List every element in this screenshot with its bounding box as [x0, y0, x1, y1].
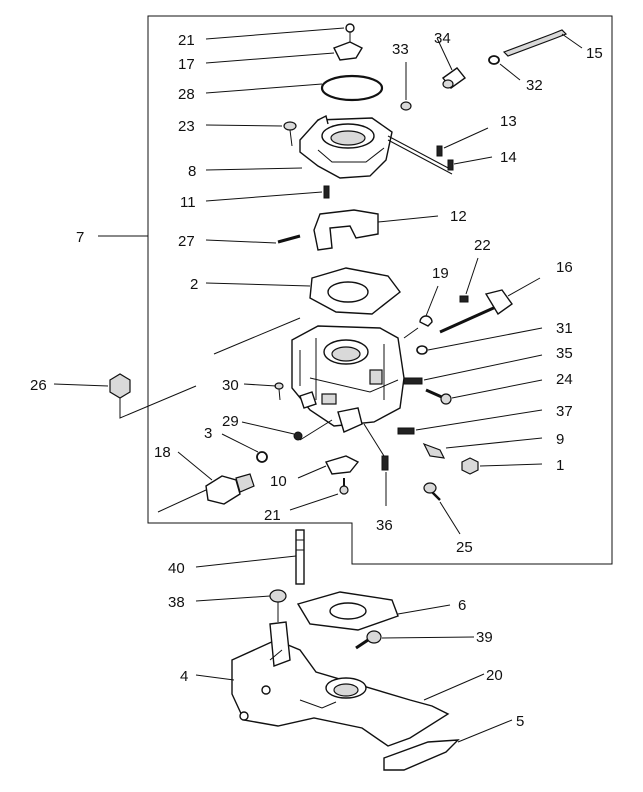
leader-lines [53, 27, 583, 743]
part-17-plate [333, 41, 363, 61]
part-21-screw-top [345, 23, 355, 46]
callout-28: 28 [178, 86, 195, 103]
callout-32: 32 [526, 77, 543, 94]
part-5-gasket [383, 739, 460, 771]
callout-6: 6 [458, 597, 466, 614]
callout-16: 16 [556, 259, 573, 276]
part-18-solenoid [157, 473, 255, 513]
callout-11: 11 [180, 194, 196, 211]
callout-3: 3 [204, 425, 212, 442]
part-10-plate [325, 455, 360, 475]
part-31-washer [416, 345, 428, 355]
part-20-intake-manifold [231, 621, 450, 747]
assembly-boundary [147, 15, 613, 565]
part-2-gasket [309, 267, 401, 315]
part-12-float-lever [313, 209, 379, 251]
callout-18: 18 [154, 444, 171, 461]
part-3-washer [256, 451, 268, 463]
callout-2: 2 [190, 276, 198, 293]
callout-35: 35 [556, 345, 573, 362]
part-32-washer [488, 55, 500, 65]
callout-15: 15 [586, 45, 603, 62]
callout-10: 10 [270, 473, 287, 490]
part-35-spring [403, 377, 423, 385]
part-34-bushing [441, 67, 467, 89]
callout-33: 33 [392, 41, 409, 58]
part-9-jet [422, 442, 446, 459]
callout-26: 26 [30, 377, 47, 394]
part-15-lever [502, 29, 568, 57]
part-39-screw [355, 630, 382, 650]
callout-36: 36 [376, 517, 393, 534]
callout-17: 17 [178, 56, 195, 73]
part-38-plug [269, 589, 287, 622]
callout-27: 27 [178, 233, 195, 250]
callout-20: 20 [486, 667, 503, 684]
callout-1: 1 [556, 457, 564, 474]
part-1-nut [461, 457, 479, 475]
part-19-clip [419, 315, 433, 327]
part-37-spring [397, 427, 415, 435]
callout-7: 7 [76, 229, 84, 246]
part-33-plug [400, 62, 412, 111]
callout-25: 25 [456, 539, 473, 556]
callout-12: 12 [450, 208, 467, 225]
part-28-o-ring [320, 74, 384, 102]
callout-38: 38 [168, 594, 185, 611]
part-23-screw [283, 121, 297, 147]
callout-9: 9 [556, 431, 564, 448]
part-11-pin [323, 185, 330, 199]
callout-40: 40 [168, 560, 185, 577]
carburetor-main-body [213, 317, 405, 433]
part-25-screw [423, 482, 441, 501]
part-29-plug [293, 431, 303, 441]
callout-24: 24 [556, 371, 573, 388]
part-22-screw [459, 295, 469, 303]
part-8-throttle-body [299, 114, 453, 179]
part-24-screw [425, 388, 452, 405]
part-40-stud [295, 529, 305, 585]
part-16-choke-shaft [439, 289, 513, 334]
part-14-jet [447, 159, 454, 171]
part-27-pin [277, 234, 301, 244]
callout-14: 14 [500, 149, 517, 166]
callout-23: 23 [178, 118, 195, 135]
callout-19: 19 [432, 265, 449, 282]
callout-31: 31 [556, 320, 573, 337]
callout-29: 29 [222, 413, 239, 430]
callout-4: 4 [180, 668, 188, 685]
callout-5: 5 [516, 713, 524, 730]
part-30-screw [274, 382, 284, 401]
callout-21-bottom: 21 [264, 507, 281, 524]
callout-13: 13 [500, 113, 517, 130]
callout-30: 30 [222, 377, 239, 394]
callout-39: 39 [476, 629, 493, 646]
part-36-pin [381, 455, 389, 471]
part-26-nut [109, 373, 197, 419]
callout-34: 34 [434, 30, 451, 47]
callout-37: 37 [556, 403, 573, 420]
part-21-screw-bottom [339, 478, 349, 495]
callout-22: 22 [474, 237, 491, 254]
callout-21-top: 21 [178, 32, 195, 49]
callout-8: 8 [188, 163, 196, 180]
part-6-gasket [296, 591, 399, 631]
part-13-jet [436, 145, 443, 157]
